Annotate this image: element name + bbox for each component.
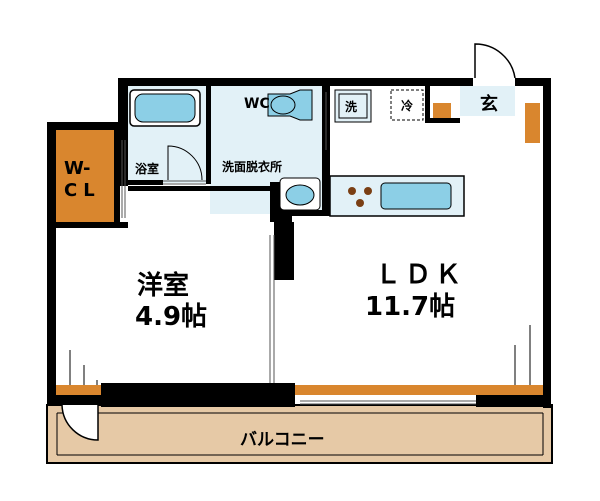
washer-space: [334, 89, 372, 123]
sliding-doors: [121, 92, 476, 405]
wall-left-upper: [118, 78, 128, 186]
wcl-floor: [56, 130, 114, 224]
wcl-label-line1: W-: [64, 158, 91, 179]
western-window-sill: [56, 385, 101, 395]
window-ticks: [69, 325, 531, 385]
wall-left-outer: [47, 122, 56, 405]
fridge-space: [390, 89, 424, 121]
wall-entrance-bottom: [425, 118, 460, 123]
bath-label: 浴室: [135, 162, 160, 176]
wall-wcl-right: [114, 130, 120, 228]
wall-top: [118, 78, 473, 86]
wall-western-top: [128, 186, 276, 191]
fridge-label: 冷: [401, 99, 414, 113]
entrance-floor: [460, 86, 515, 116]
wall-bath-bottom: [128, 180, 163, 185]
wall-right: [543, 78, 551, 408]
wall-entrance-sep: [425, 86, 430, 122]
wall-bottom-right: [476, 395, 551, 407]
wall-washroom-bottom: [270, 210, 325, 216]
ldk-room-name: ＬＤＫ: [375, 260, 466, 290]
balcony-area: [46, 404, 553, 464]
wall-bath-washroom: [206, 86, 211, 184]
walls: [47, 78, 551, 408]
wall-bottom-left: [47, 395, 109, 405]
balcony-label: バルコニー: [240, 430, 325, 450]
balcony-door-swing: [61, 404, 99, 441]
washroom-label: 洗面脱衣所: [222, 160, 283, 174]
western-room-size: 4.9帖: [135, 302, 208, 332]
toilet-label: WC: [244, 96, 270, 112]
ldk-window-sill: [295, 385, 545, 395]
entrance-wood-right: [525, 103, 540, 143]
wall-bottom-mid: [101, 383, 295, 407]
entrance-door-swing: [474, 43, 516, 79]
bathtub-basin: [134, 93, 196, 123]
wall-wcl-bottom: [56, 222, 128, 228]
western-room-name: 洋室: [137, 271, 190, 301]
wall-kitchen-post: [322, 150, 330, 216]
wall-center-post: [274, 222, 294, 280]
bath-door-swing: [167, 145, 203, 181]
entrance-label: 玄: [480, 94, 498, 115]
wall-wcl-top: [47, 122, 128, 130]
ldk-room-size: 11.7帖: [365, 292, 456, 322]
wall-top-right: [515, 78, 551, 86]
washer-label: 洗: [345, 100, 358, 114]
wcl-label-line2: CL: [64, 180, 101, 201]
kitchen-sink: [380, 182, 452, 210]
